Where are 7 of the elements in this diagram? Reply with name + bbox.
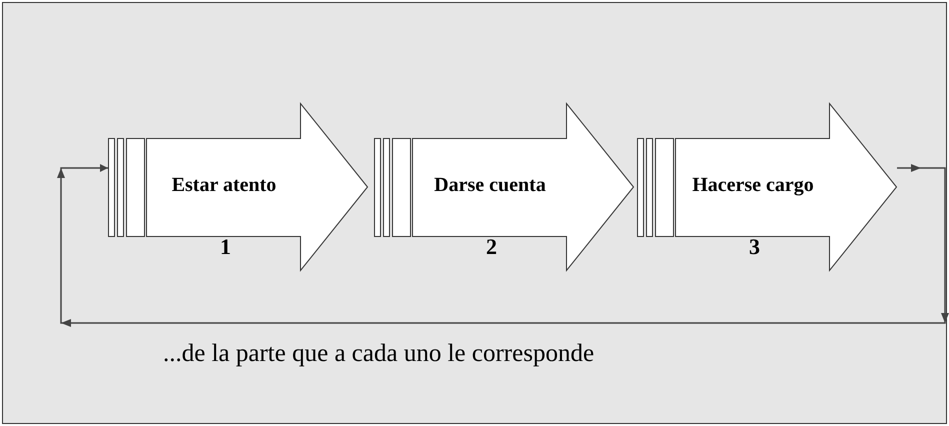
step-number: 2 — [486, 234, 497, 260]
arrow-label: Darse cuenta — [433, 174, 547, 197]
arrow-label: Hacerse cargo — [691, 174, 815, 197]
step-number: 3 — [749, 234, 760, 260]
caption-text: ...de la parte que a cada uno le corresponde — [163, 340, 594, 368]
step-number: 1 — [220, 234, 231, 260]
arrow-label: Estar atento — [170, 174, 278, 197]
